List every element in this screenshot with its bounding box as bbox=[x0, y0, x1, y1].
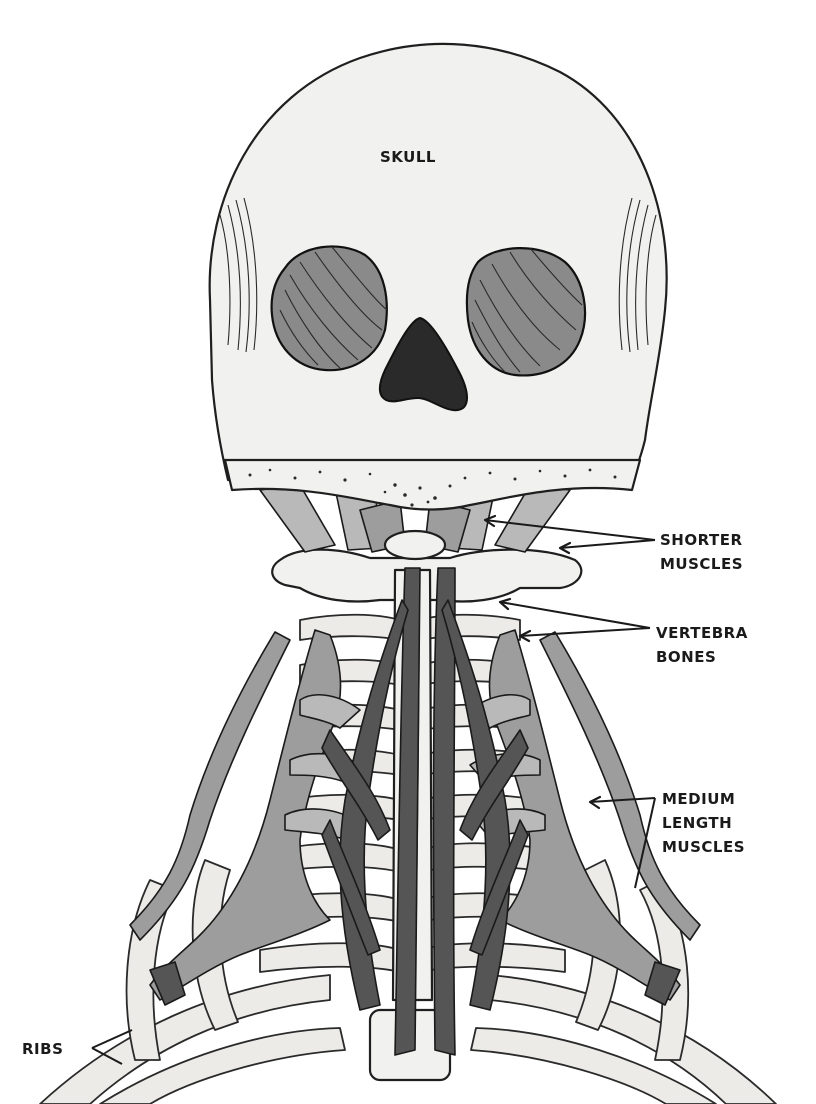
medium-length-muscles-label-line3: MUSCLES bbox=[662, 838, 745, 856]
skull-label: SKULL bbox=[380, 148, 436, 166]
medium-length-muscles-label-line1: MEDIUM bbox=[662, 790, 735, 808]
skull bbox=[210, 44, 667, 510]
vertebra-bones-label-line1: VERTEBRA bbox=[656, 624, 748, 642]
shorter-muscles-label-line2: MUSCLES bbox=[660, 555, 743, 573]
medium-length-muscles-label-line2: LENGTH bbox=[662, 814, 732, 832]
right-eye-socket bbox=[467, 248, 585, 375]
ribs-label: RIBS bbox=[22, 1040, 63, 1058]
vertebra-bones-label-line2: BONES bbox=[656, 648, 716, 666]
shorter-muscles-label-line1: SHORTER bbox=[660, 531, 743, 549]
left-eye-socket bbox=[272, 246, 387, 370]
